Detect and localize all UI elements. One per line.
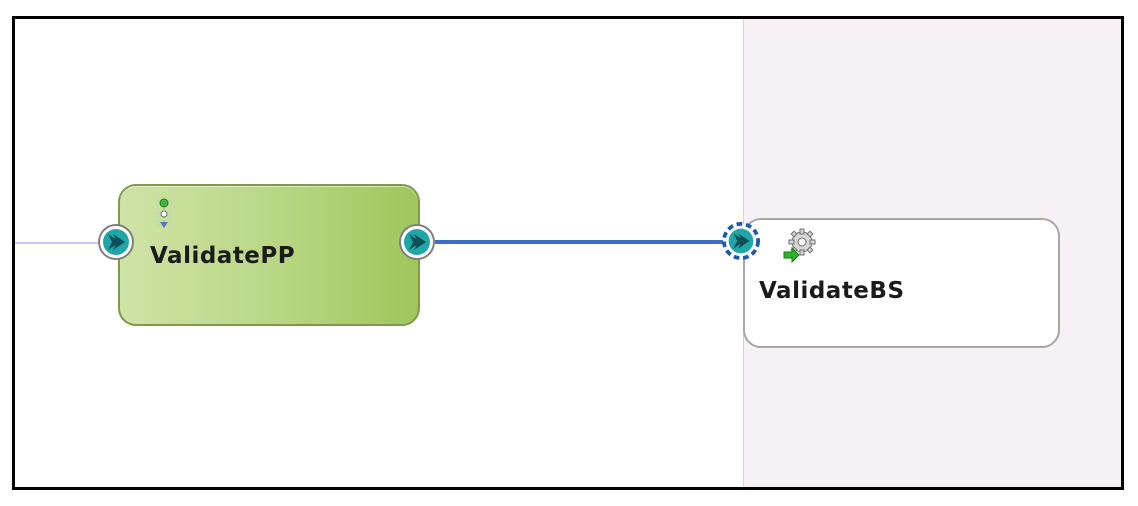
pipeline-node[interactable]: ValidatePP bbox=[118, 184, 420, 326]
wire-layer bbox=[15, 240, 723, 244]
pipeline-output-port-icon[interactable] bbox=[398, 223, 436, 261]
canvas-frame: ValidatePP ValidateBS bbox=[12, 16, 1124, 490]
business-service-node[interactable]: ValidateBS bbox=[743, 218, 1060, 348]
pipeline-icon bbox=[157, 198, 171, 228]
pipeline-input-port-icon[interactable] bbox=[97, 223, 135, 261]
business-input-port-selected-icon[interactable] bbox=[722, 222, 760, 260]
pipeline-label: ValidatePP bbox=[150, 243, 296, 269]
gear-arrow-icon bbox=[783, 228, 816, 264]
business-service-label: ValidateBS bbox=[759, 278, 905, 304]
